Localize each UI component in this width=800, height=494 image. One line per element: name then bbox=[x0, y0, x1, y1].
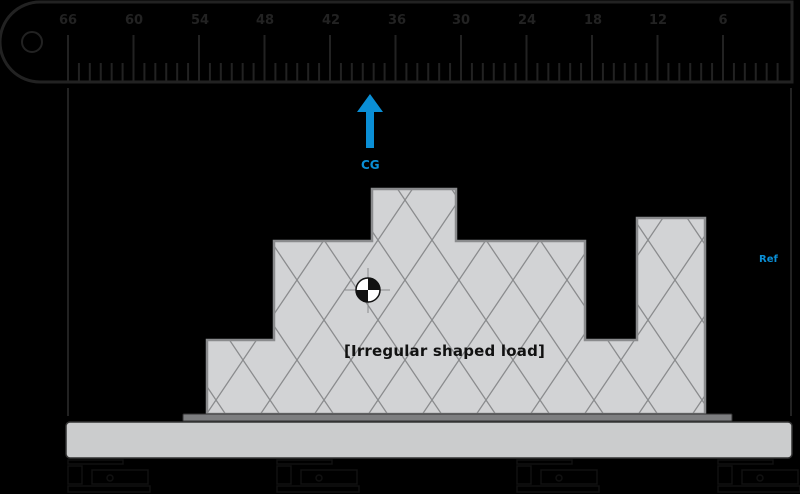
jacks bbox=[67, 459, 800, 493]
jack-icon bbox=[67, 459, 151, 493]
svg-text:60: 60 bbox=[125, 13, 143, 28]
load-label: [Irregular shaped load] bbox=[344, 342, 546, 360]
ruler-tick-labels: 66 60 54 48 42 36 30 24 18 12 6 bbox=[59, 13, 728, 28]
ruler-hole-icon bbox=[21, 31, 43, 53]
svg-text:54: 54 bbox=[191, 13, 209, 28]
cg-label: CG bbox=[361, 158, 380, 172]
cg-arrow-icon bbox=[357, 94, 383, 148]
ruler: 66 60 54 48 42 36 30 24 18 12 6 bbox=[0, 0, 794, 84]
svg-text:30: 30 bbox=[452, 13, 470, 28]
svg-text:6: 6 bbox=[718, 13, 727, 28]
jack-icon bbox=[516, 459, 600, 493]
svg-text:12: 12 bbox=[649, 13, 667, 28]
center-of-gravity-marker-icon bbox=[345, 268, 390, 313]
platform bbox=[65, 421, 793, 459]
jack-icon bbox=[276, 459, 360, 493]
jack-icon bbox=[717, 459, 800, 493]
base-plate bbox=[182, 413, 733, 422]
svg-text:18: 18 bbox=[584, 13, 602, 28]
irregular-load-shape bbox=[205, 187, 707, 416]
reference-label: Ref bbox=[759, 254, 778, 265]
svg-text:36: 36 bbox=[388, 13, 406, 28]
svg-text:42: 42 bbox=[322, 13, 340, 28]
svg-text:24: 24 bbox=[518, 13, 536, 28]
svg-text:66: 66 bbox=[59, 13, 77, 28]
ruler-ticks bbox=[67, 35, 779, 81]
svg-text:48: 48 bbox=[256, 13, 274, 28]
